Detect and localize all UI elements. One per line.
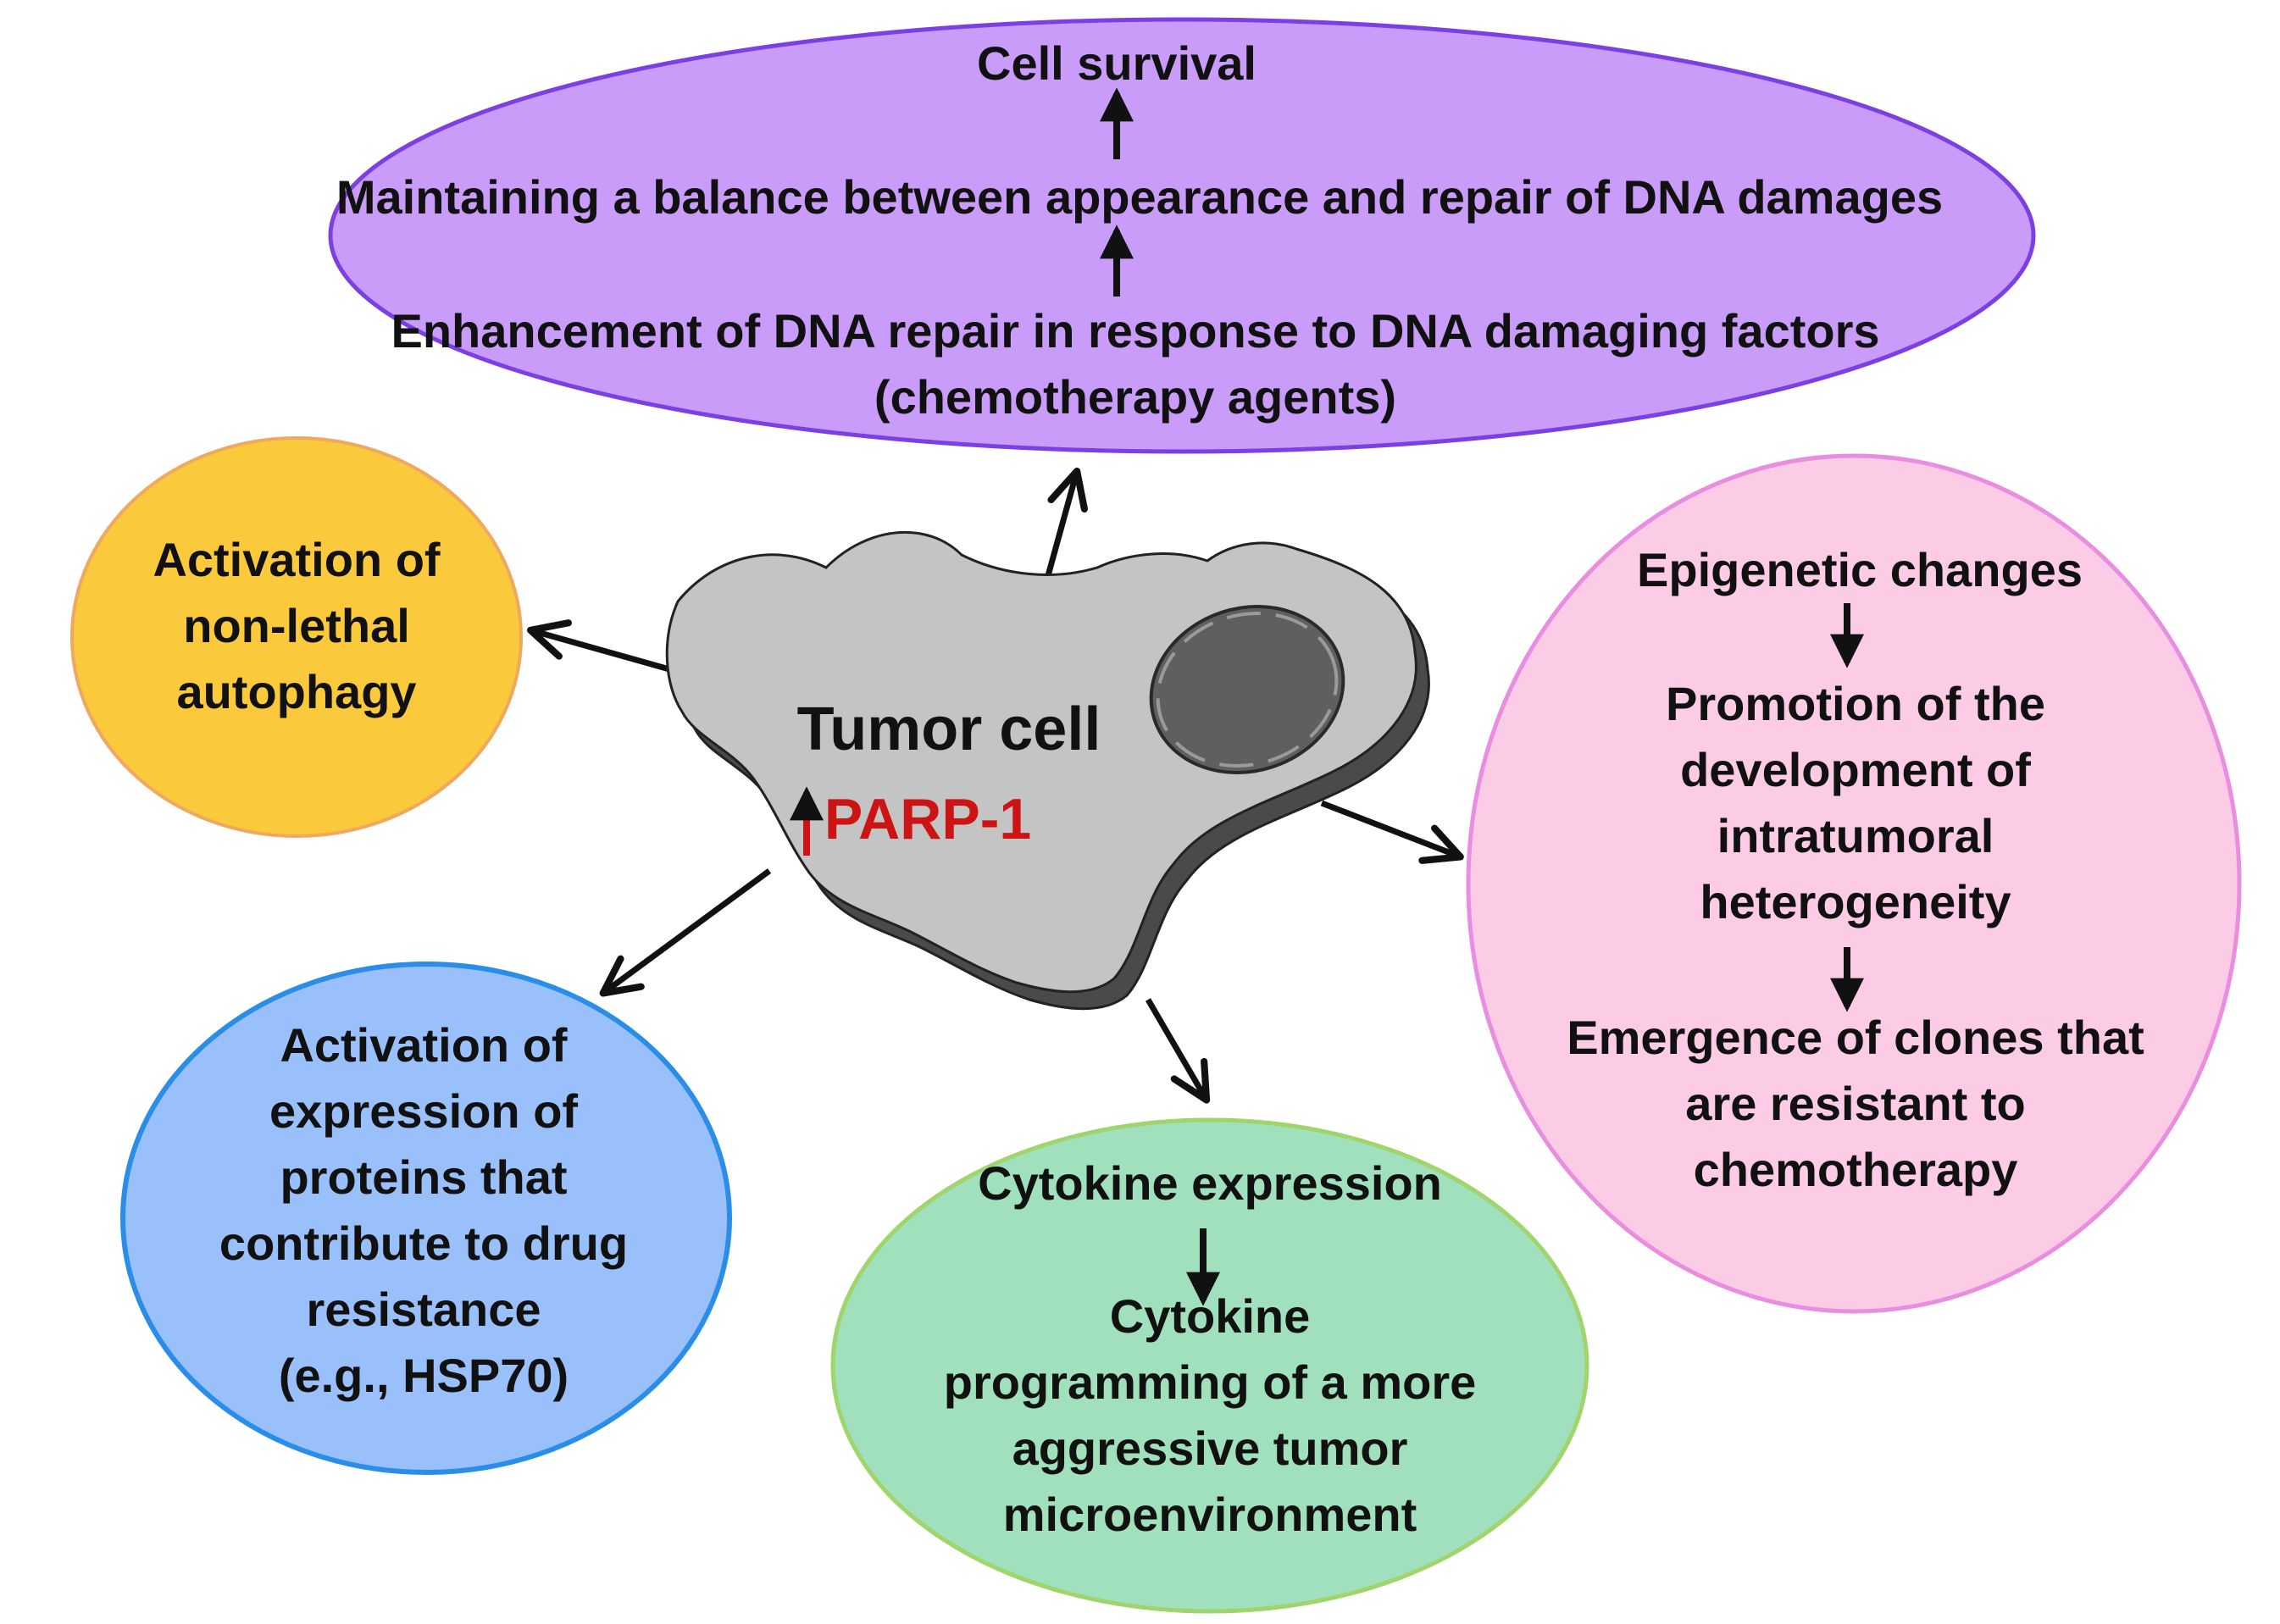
emergence-label-line-1: Emergence of clones that (1567, 1011, 2144, 1064)
balance-label: Maintaining a balance between appearance… (336, 170, 1943, 224)
autophagy-circle (70, 436, 523, 838)
promotion-label-line-3: intratumoral (1717, 809, 1994, 862)
emergence-label-line-3: chemotherapy (1694, 1143, 2018, 1196)
resistance-label-line-5: resistance (306, 1283, 541, 1336)
drug-resistance-group: Activation of expression of proteins tha… (120, 962, 732, 1475)
cytokine-group: Cytokine expression Cytokine programming… (830, 1117, 1589, 1614)
resistance-label-line-1: Activation of (280, 1018, 567, 1072)
emergence-label-line-2: are resistant to (1685, 1077, 2026, 1130)
arrow-to-cytokine (1145, 998, 1211, 1104)
resistance-label-line-3: proteins that (280, 1150, 567, 1204)
promotion-label-line-1: Promotion of the (1666, 677, 2045, 730)
autophagy-label-line-3: autophagy (176, 665, 416, 718)
dna-repair-enhancement-label: Enhancement of DNA repair in response to… (391, 304, 1879, 358)
arrow-to-drug-resistance (599, 868, 772, 997)
autophagy-group: Activation of non-lethal autophagy (70, 436, 523, 838)
cytokine-expression-label: Cytokine expression (978, 1156, 1442, 1210)
cytokine-label-line-1: Cytokine (1110, 1289, 1311, 1343)
tumor-cell-title: Tumor cell (797, 696, 1101, 763)
promotion-label-line-2: development of (1680, 743, 2031, 796)
nucleus (1149, 605, 1345, 774)
nucleus-envelope (1156, 612, 1339, 768)
epigenetic-changes-label: Epigenetic changes (1637, 543, 2083, 596)
autophagy-label-line-2: non-lethal (183, 599, 410, 652)
drug-resistance-circle (120, 962, 732, 1475)
autophagy-label-line-1: Activation of (153, 533, 440, 586)
epigenetic-group: Epigenetic changes Promotion of the deve… (1466, 453, 2242, 1314)
tumor-cell: Tumor cell PARP-1 (665, 530, 1430, 1011)
promotion-label-line-4: heterogeneity (1700, 875, 2011, 928)
cytokine-label-line-3: aggressive tumor (1012, 1422, 1408, 1475)
dna-repair-group: Cell survival Maintaining a balance betw… (328, 17, 2036, 454)
chemotherapy-agents-label: (chemotherapy agents) (874, 370, 1396, 424)
dna-repair-oval (328, 17, 2036, 454)
cell-survival-label: Cell survival (977, 36, 1256, 90)
epigenetic-circle (1466, 453, 2242, 1314)
arrow-to-autophagy (526, 619, 670, 673)
resistance-label-line-4: contribute to drug (219, 1217, 628, 1270)
parp-1-label: PARP-1 (824, 787, 1031, 851)
resistance-label-line-2: expression of (269, 1084, 578, 1138)
cytokine-label-line-4: microenvironment (1003, 1488, 1417, 1541)
cytokine-circle (830, 1117, 1589, 1614)
resistance-label-line-6: (e.g., HSP70) (279, 1349, 569, 1402)
cytokine-label-line-2: programming of a more (944, 1355, 1477, 1409)
arrow-to-epigenetic (1320, 800, 1464, 864)
